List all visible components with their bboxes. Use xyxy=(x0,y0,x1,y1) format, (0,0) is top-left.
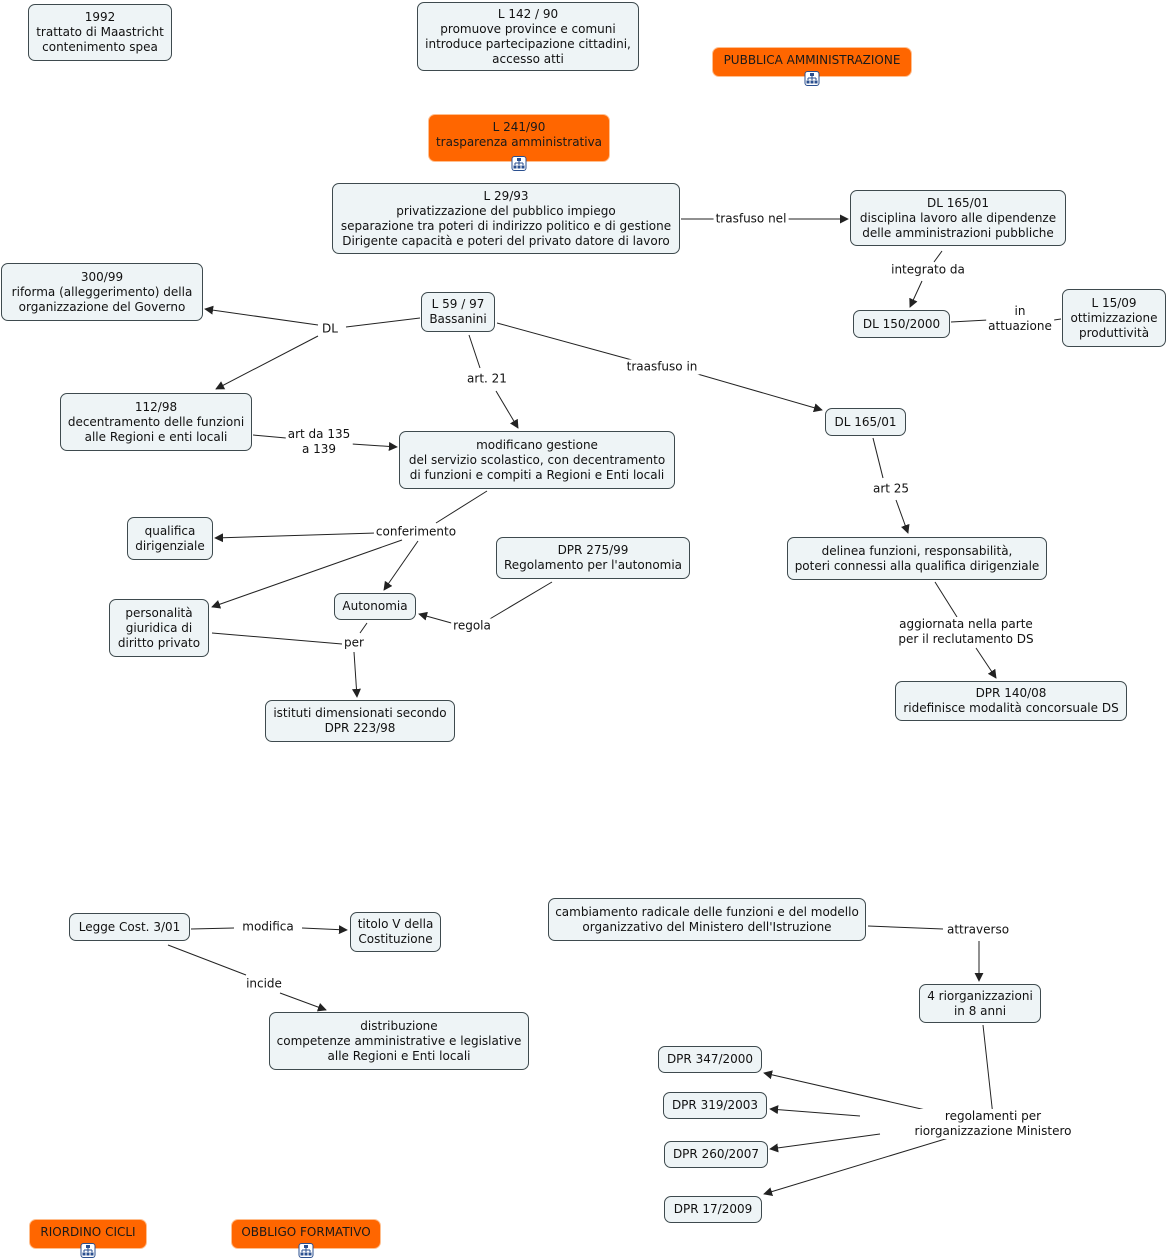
connector-line xyxy=(909,280,923,308)
node-label: L 241/90 trasparenza amministrativa xyxy=(435,120,603,149)
node-dl150[interactable]: DL 150/2000 xyxy=(853,310,950,338)
connector-line xyxy=(167,944,247,976)
link-art-21: art. 21 xyxy=(465,371,509,387)
link-dl: DL xyxy=(320,321,340,337)
connector-line xyxy=(895,499,910,534)
node-dpr347[interactable]: DPR 347/2000 xyxy=(658,1046,762,1073)
connector-line xyxy=(351,441,398,451)
connector-line xyxy=(435,490,488,524)
link-in-attuazione: in attuazione xyxy=(986,304,1054,334)
node-qualifica-dirigenziale[interactable]: qualifica dirigenziale xyxy=(127,517,213,560)
connector-line xyxy=(215,335,319,390)
connector-line xyxy=(383,540,419,591)
node-distribuzione-competenze[interactable]: distribuzione competenze amministrative … xyxy=(269,1012,529,1070)
node-l241[interactable]: L 241/90 trasparenza amministrativa xyxy=(428,114,610,171)
concept-map-icon[interactable] xyxy=(804,71,820,86)
connector-line xyxy=(190,927,235,930)
concept-map-icon[interactable] xyxy=(511,156,527,171)
node-l59-bassanini[interactable]: L 59 / 97 Bassanini xyxy=(421,292,495,332)
connector-line xyxy=(345,317,421,328)
node-dpr319[interactable]: DPR 319/2003 xyxy=(663,1092,767,1119)
link-aggiornata-reclutamento: aggiornata nella parte per il reclutamen… xyxy=(896,617,1036,647)
node-l142[interactable]: L 142 / 90 promuove province e comuni in… xyxy=(417,2,639,71)
node-dl165-b[interactable]: DL 165/01 xyxy=(825,408,906,436)
node-dpr17[interactable]: DPR 17/2009 xyxy=(664,1196,762,1223)
connector-line xyxy=(214,532,377,543)
node-4-riorganizzazioni[interactable]: 4 riorganizzazioni in 8 anni xyxy=(919,984,1041,1023)
node-dpr260[interactable]: DPR 260/2007 xyxy=(664,1141,768,1168)
connector-line xyxy=(359,622,368,634)
node-riordino-cicli[interactable]: RIORDINO CICLI xyxy=(29,1219,147,1258)
node-cambiamento-radicale[interactable]: cambiamento radicale delle funzioni e de… xyxy=(548,898,866,941)
connector-line xyxy=(1053,318,1062,321)
connector-line xyxy=(211,632,343,645)
node-112-98[interactable]: 112/98 decentramento delle funzioni alle… xyxy=(60,393,252,451)
connector-line xyxy=(418,611,456,625)
connector-line xyxy=(204,305,319,326)
node-autonomia[interactable]: Autonomia xyxy=(334,593,416,620)
node-modificano-gestione[interactable]: modificano gestione del servizio scolast… xyxy=(399,431,675,489)
connector-line xyxy=(211,539,403,609)
connector-line xyxy=(769,1133,881,1153)
link-conferimento: conferimento xyxy=(373,524,459,540)
connector-line xyxy=(693,372,823,413)
link-modifica: modifica xyxy=(240,919,296,935)
link-incide: incide xyxy=(244,976,284,992)
connector-line xyxy=(496,322,633,361)
node-obbligo-formativo[interactable]: OBBLIGO FORMATIVO xyxy=(231,1219,381,1258)
node-personalita-giuridica[interactable]: personalità giuridica di diritto privato xyxy=(109,599,209,657)
connector-line xyxy=(950,319,989,323)
concept-map-icon[interactable] xyxy=(80,1243,96,1258)
connector-line xyxy=(982,1024,994,1117)
link-per: per xyxy=(342,635,366,651)
connector-line xyxy=(468,334,481,369)
connector-line xyxy=(279,992,327,1012)
link-art-25: art 25 xyxy=(870,481,912,497)
node-dpr275[interactable]: DPR 275/99 Regolamento per l'autonomia xyxy=(496,537,690,579)
concept-map-icon[interactable] xyxy=(298,1243,314,1258)
node-maastricht[interactable]: 1992 trattato di Maastricht contenimento… xyxy=(28,4,172,61)
connector-line xyxy=(872,437,884,479)
node-l1509[interactable]: L 15/09 ottimizzazione produttività xyxy=(1062,289,1166,347)
link-attraverso: attraverso xyxy=(944,922,1012,938)
connector-line xyxy=(252,434,287,439)
connector-line xyxy=(933,250,943,263)
connector-line xyxy=(301,925,348,935)
connector-line xyxy=(867,925,944,930)
link-traasfuso-in: traasfuso in xyxy=(624,359,700,375)
connector-line xyxy=(763,1132,966,1196)
link-regola: regola xyxy=(451,618,493,634)
node-titolo-v[interactable]: titolo V della Costituzione xyxy=(350,912,441,952)
connector-line xyxy=(351,651,361,698)
node-label: OBBLIGO FORMATIVO xyxy=(241,1225,371,1239)
link-integrato-da: integrato da xyxy=(889,262,967,278)
link-trasfuso-nel: trasfuso nel xyxy=(713,211,789,227)
node-label: PUBBLICA AMMINISTRAZIONE xyxy=(723,53,901,67)
connector-line xyxy=(495,390,519,429)
connector-line xyxy=(487,581,553,621)
node-label: RIORDINO CICLI xyxy=(40,1225,136,1239)
node-delinea-funzioni[interactable]: delinea funzioni, responsabilità, poteri… xyxy=(787,537,1047,580)
link-art-135-139: art da 135 a 139 xyxy=(285,427,353,457)
connector-line xyxy=(934,581,958,618)
node-legge-cost-3-01[interactable]: Legge Cost. 3/01 xyxy=(69,913,190,941)
node-l29[interactable]: L 29/93 privatizzazione del pubblico imp… xyxy=(332,183,680,254)
node-300-99[interactable]: 300/99 riforma (alleggerimento) della or… xyxy=(1,263,203,321)
node-dpr140[interactable]: DPR 140/08 ridefinisce modalità concorsu… xyxy=(895,681,1127,721)
connector-line xyxy=(975,647,997,679)
node-dl165-disciplina[interactable]: DL 165/01 disciplina lavoro alle dipende… xyxy=(850,190,1066,246)
link-regolamenti-riorganizzazione: regolamenti per riorganizzazione Ministe… xyxy=(906,1109,1080,1139)
connector-line xyxy=(763,1070,953,1117)
node-pubblica-amministrazione[interactable]: PUBBLICA AMMINISTRAZIONE xyxy=(712,47,912,86)
node-istituti-dimensionati[interactable]: istituti dimensionati secondo DPR 223/98 xyxy=(265,700,455,742)
connector-line xyxy=(769,1105,861,1117)
